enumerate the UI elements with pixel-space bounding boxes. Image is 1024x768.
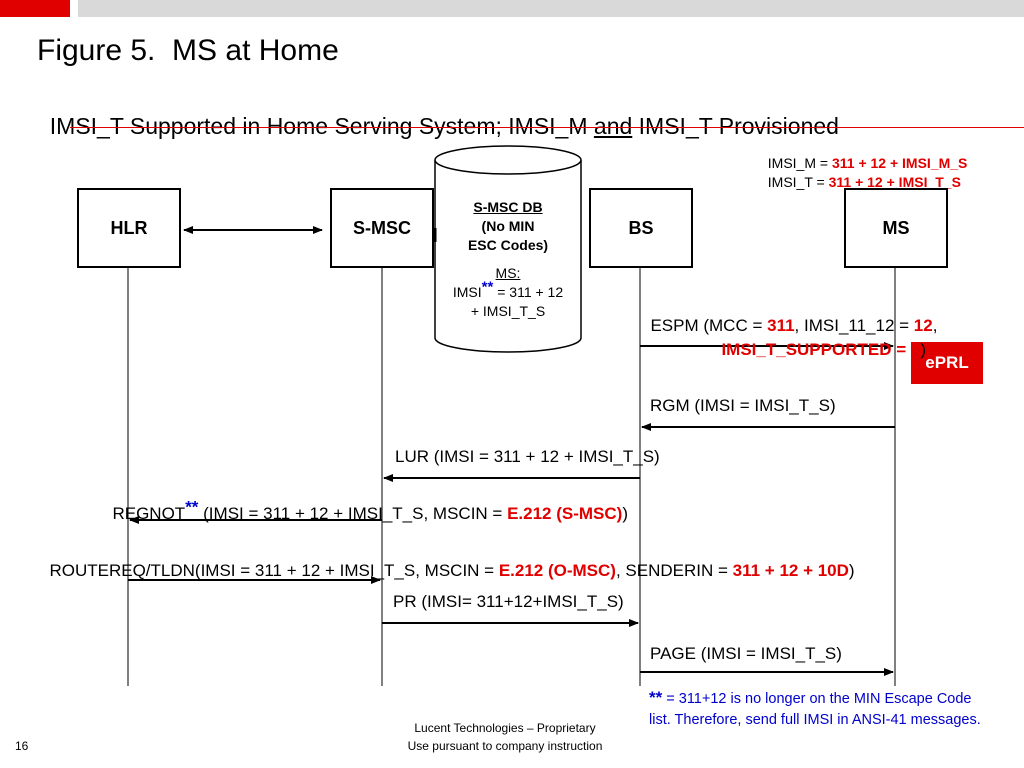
pr-label: PR (IMSI= 311+12+IMSI_T_S) bbox=[393, 592, 624, 611]
hlr-box[interactable]: HLR bbox=[77, 188, 181, 268]
footer-company: Lucent Technologies – Proprietary bbox=[414, 721, 596, 735]
routereq-text-a: ROUTEREQ/TLDN(IMSI = 311 + 12 + IMSI_T_S… bbox=[49, 561, 499, 580]
db-title: S-MSC DB bbox=[473, 199, 543, 215]
imsi-m-label: IMSI_M = bbox=[767, 155, 832, 171]
db-ms-label: MS: bbox=[495, 265, 521, 281]
page-label: PAGE (IMSI = IMSI_T_S) bbox=[650, 644, 842, 663]
smsc-box[interactable]: S-MSC bbox=[330, 188, 434, 268]
espm-mcc: 311 bbox=[767, 316, 795, 335]
imsi-m-info: IMSI_M = 311 + 12 + IMSI_M_S bbox=[760, 139, 968, 171]
imsi-t-label: IMSI_T = bbox=[767, 174, 829, 190]
espm-text-e: , bbox=[932, 316, 938, 335]
db-content: S-MSC DB (No MIN ESC Codes) MS: IMSI** =… bbox=[435, 198, 581, 321]
bs-box[interactable]: BS bbox=[589, 188, 693, 268]
db-imsi-rest: = 311 + 12 bbox=[493, 284, 564, 300]
page-title: Figure 5. MS at Home bbox=[37, 34, 339, 67]
ms-box[interactable]: MS bbox=[844, 188, 948, 268]
routereq-senderin: 311 + 12 + 10D bbox=[732, 561, 849, 580]
lur-label: LUR (IMSI = 311 + 12 + IMSI_T_S) bbox=[395, 447, 660, 466]
espm-text-g: ) bbox=[920, 340, 926, 359]
subtitle-part1: IMSI_T Supported in Home Serving System;… bbox=[49, 113, 594, 139]
espm-label-line2: IMSI_T_SUPPORTED = 1) bbox=[712, 320, 926, 360]
espm-label-line1: ESPM (MCC = 311, IMSI_11_12 = 12, bbox=[641, 296, 937, 336]
footnote: ** = 311+12 is no longer on the MIN Esca… bbox=[649, 687, 994, 731]
db-imsi-prefix: IMSI bbox=[452, 284, 482, 300]
subtitle-part2: IMSI_T Provisioned bbox=[632, 113, 839, 139]
routereq-text-e: ) bbox=[848, 561, 855, 580]
db-line2: (No MIN bbox=[481, 218, 535, 234]
imsi-t-info: IMSI_T = 311 + 12 + IMSI_T_S bbox=[760, 158, 961, 190]
routereq-text-c: , SENDERIN = bbox=[615, 561, 733, 580]
espm-imsi-t-supported: IMSI_T_SUPPORTED = 1 bbox=[721, 340, 921, 359]
espm-text-a: ESPM (MCC = bbox=[650, 316, 768, 335]
page-subtitle: IMSI_T Supported in Home Serving System;… bbox=[37, 86, 839, 140]
espm-text-c: , IMSI_11_12 = bbox=[794, 316, 914, 335]
footer-usage: Use pursuant to company instruction bbox=[407, 739, 603, 753]
regnot-label: REGNOT** (IMSI = 311 + 12 + IMSI_T_S, MS… bbox=[103, 484, 628, 524]
header-gray-bar bbox=[78, 0, 1024, 17]
routereq-mscin: E.212 (O-MSC) bbox=[498, 561, 616, 580]
db-imsi-line: IMSI** = 311 + 12 bbox=[435, 279, 581, 302]
espm-imsi-11-12: 12 bbox=[913, 316, 933, 335]
regnot-text-b: (IMSI = 311 + 12 + IMSI_T_S, MSCIN = bbox=[198, 504, 508, 523]
routereq-label: ROUTEREQ/TLDN(IMSI = 311 + 12 + IMSI_T_S… bbox=[40, 541, 855, 581]
db-imsi-line2: + IMSI_T_S bbox=[470, 303, 546, 319]
regnot-text-a: REGNOT bbox=[112, 504, 186, 523]
imsi-m-value: 311 + 12 + IMSI_M_S bbox=[831, 155, 968, 171]
smsc-db-cylinder bbox=[434, 145, 582, 353]
rgm-label: RGM (IMSI = IMSI_T_S) bbox=[650, 396, 836, 415]
header-accent-bar bbox=[0, 0, 70, 17]
eprl-badge[interactable]: ePRL bbox=[911, 342, 983, 384]
imsi-t-value: 311 + 12 + IMSI_T_S bbox=[828, 174, 961, 190]
db-stars: ** bbox=[481, 278, 494, 296]
regnot-text-d: ) bbox=[622, 504, 628, 523]
page-number: 16 bbox=[15, 739, 29, 753]
subtitle-and: and bbox=[593, 113, 633, 139]
regnot-stars: ** bbox=[185, 497, 199, 517]
regnot-mscin: E.212 (S-MSC) bbox=[507, 504, 623, 523]
footnote-stars: ** bbox=[649, 688, 663, 707]
title-divider bbox=[70, 127, 1024, 128]
db-line3: ESC Codes) bbox=[467, 237, 549, 253]
footnote-text: = 311+12 is no longer on the MIN Escape … bbox=[649, 691, 981, 728]
